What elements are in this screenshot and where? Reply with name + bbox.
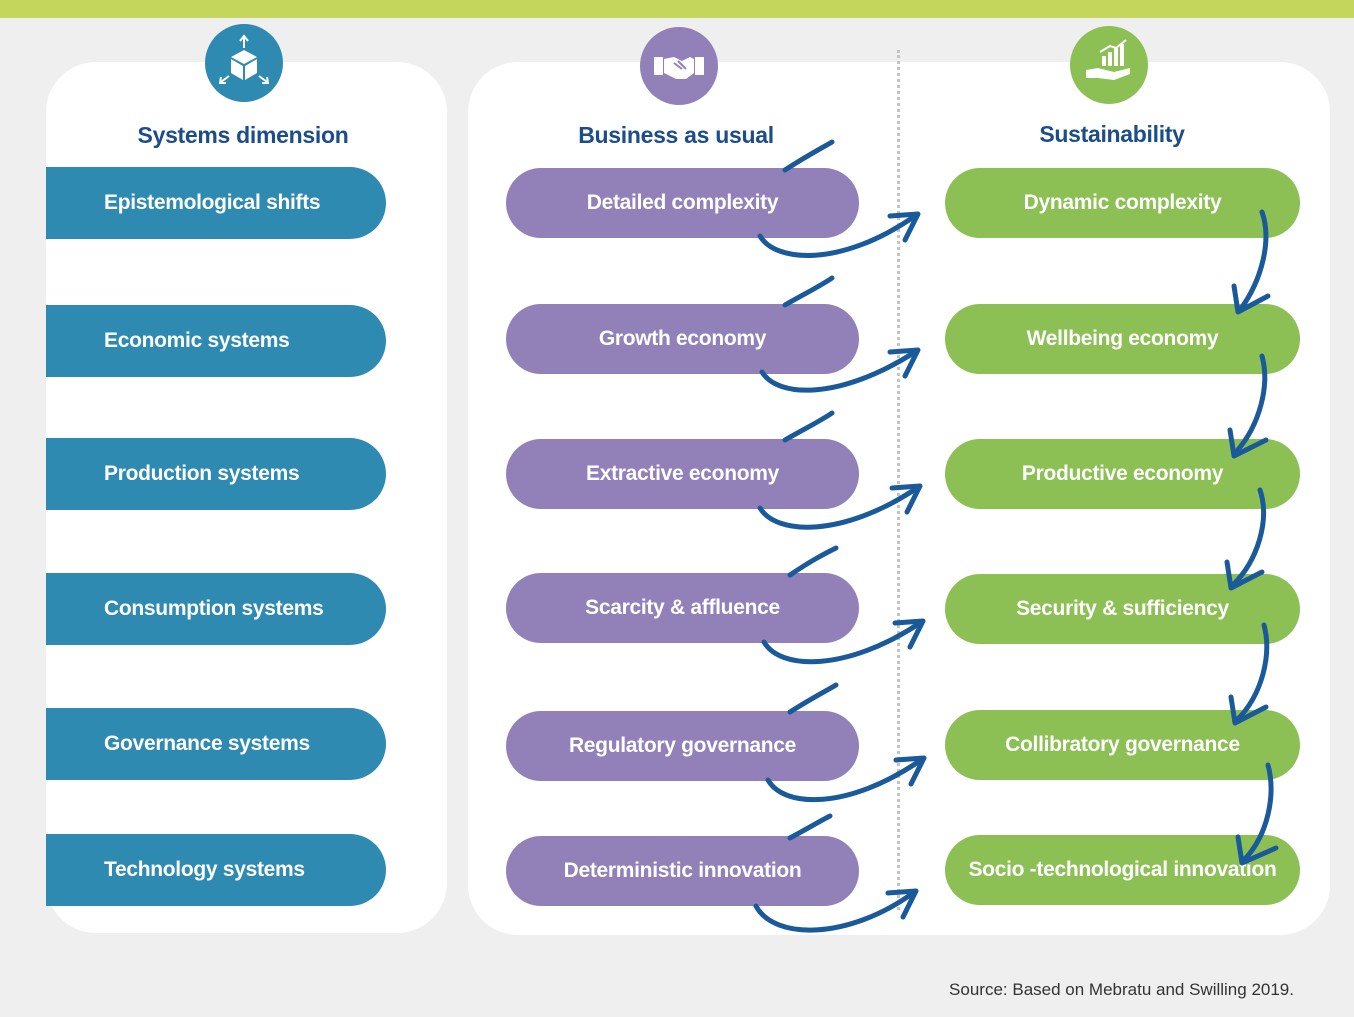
systems-item: Governance systems bbox=[46, 708, 386, 780]
transition-arrow bbox=[765, 682, 924, 803]
flow-arrow bbox=[1230, 487, 1266, 588]
top-accent-bar bbox=[0, 0, 1354, 18]
arrowhead bbox=[1227, 427, 1269, 459]
systems-dimension-heading: Systems dimension bbox=[137, 122, 349, 148]
business-item: Regulatory governance bbox=[506, 711, 859, 781]
arrowhead bbox=[1231, 283, 1271, 315]
arrowhead bbox=[892, 618, 926, 650]
business-as-usual-heading: Business as usual bbox=[578, 122, 774, 148]
sustainability-item: Wellbeing economy bbox=[945, 304, 1300, 374]
dotted-divider bbox=[897, 50, 900, 910]
systems-item: Production systems bbox=[46, 438, 386, 510]
sustainability-heading: Sustainability bbox=[1039, 121, 1185, 147]
arrowhead bbox=[1228, 694, 1269, 726]
business-item: Detailed complexity bbox=[506, 168, 859, 238]
systems-item: Consumption systems bbox=[46, 573, 386, 645]
sustainability-item: Dynamic complexity bbox=[945, 168, 1300, 238]
arrowhead bbox=[1224, 559, 1265, 591]
transition-arrow bbox=[757, 410, 920, 530]
transition-arrow bbox=[753, 813, 916, 933]
business-item: Extractive economy bbox=[506, 439, 859, 509]
hand-growth-chart-icon bbox=[1070, 26, 1148, 104]
systems-item: Economic systems bbox=[46, 305, 386, 377]
systems-item: Epistemological shifts bbox=[46, 167, 386, 239]
business-item: Deterministic innovation bbox=[506, 836, 859, 906]
cube-arrows-icon bbox=[205, 24, 283, 102]
arrowhead bbox=[1235, 834, 1279, 866]
flow-arrow bbox=[1234, 622, 1270, 723]
arrowhead bbox=[885, 888, 919, 920]
transition-arrow bbox=[761, 545, 923, 665]
arrowhead bbox=[889, 483, 923, 515]
arrowhead bbox=[887, 347, 921, 379]
flow-arrow bbox=[1233, 353, 1268, 455]
flow-arrow bbox=[1241, 762, 1274, 863]
flow-arrow bbox=[1237, 209, 1269, 313]
handshake-icon bbox=[640, 27, 718, 105]
source-note: Source: Based on Mebratu and Swilling 20… bbox=[949, 980, 1294, 999]
business-item: Growth economy bbox=[506, 304, 859, 374]
arrowhead bbox=[887, 211, 921, 243]
business-item: Scarcity & affluence bbox=[506, 573, 859, 643]
systems-item: Technology systems bbox=[46, 834, 386, 906]
transition-arrow bbox=[759, 275, 918, 393]
sustainability-item: Collibratory governance bbox=[945, 710, 1300, 780]
transition-arrow bbox=[757, 139, 918, 258]
arrowhead bbox=[893, 755, 927, 787]
